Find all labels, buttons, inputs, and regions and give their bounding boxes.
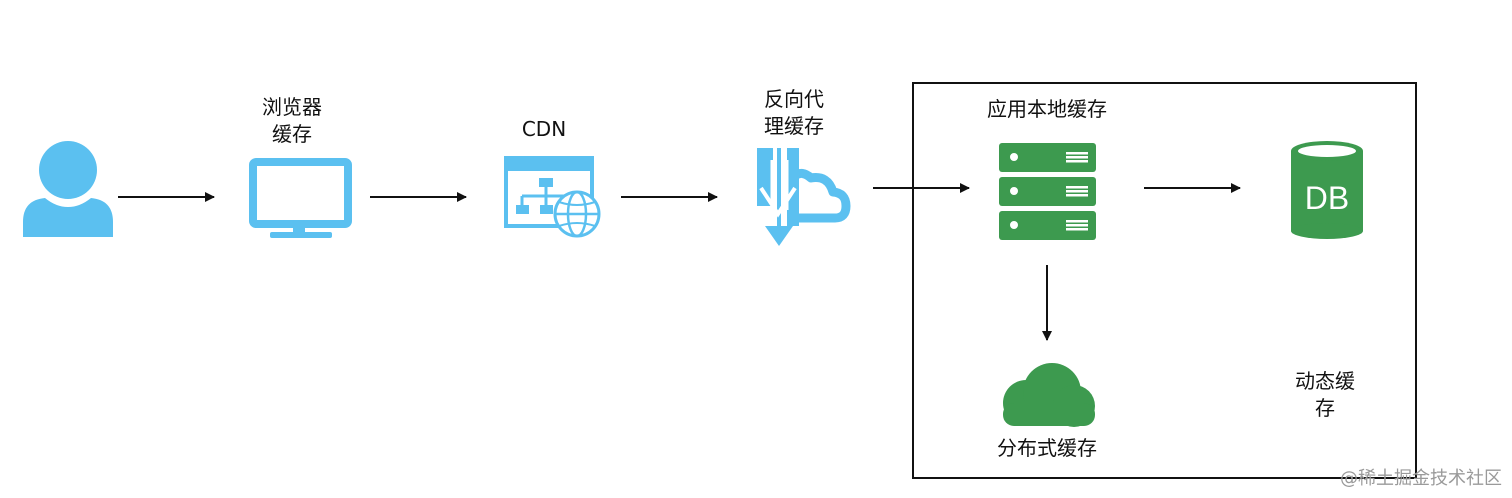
app-local-cache-label: 应用本地缓存 xyxy=(987,97,1107,121)
dynamic-cache-label-line1: 动态缓 xyxy=(1295,369,1355,393)
reverse-proxy-label-line1: 反向代 xyxy=(764,87,824,111)
dynamic-cache-group xyxy=(912,82,1417,479)
dynamic-cache-label-line2: 存 xyxy=(1315,396,1335,420)
browser-cache-label-line2: 缓存 xyxy=(272,122,312,146)
cdn-label: CDN xyxy=(521,117,567,141)
watermark: @稀土掘金技术社区 xyxy=(1340,468,1502,489)
server-icon xyxy=(999,143,1096,240)
distributed-cache-label: 分布式缓存 xyxy=(997,436,1097,460)
dynamic-cache-label: 动态缓 存 xyxy=(1275,368,1375,422)
db-label: DB xyxy=(1305,180,1349,216)
cdn-icon xyxy=(504,156,601,238)
user-icon xyxy=(23,141,113,237)
reverse-proxy-label-line2: 理缓存 xyxy=(764,114,824,138)
reverse-proxy-label: 反向代 理缓存 xyxy=(744,86,844,140)
browser-cache-label: 浏览器 缓存 xyxy=(242,94,342,148)
cloud-icon xyxy=(1003,363,1095,427)
database-icon: DB xyxy=(1291,141,1363,239)
reverse-proxy-icon xyxy=(757,148,851,246)
browser-cache-label-line1: 浏览器 xyxy=(262,95,322,119)
monitor-icon xyxy=(249,158,352,238)
